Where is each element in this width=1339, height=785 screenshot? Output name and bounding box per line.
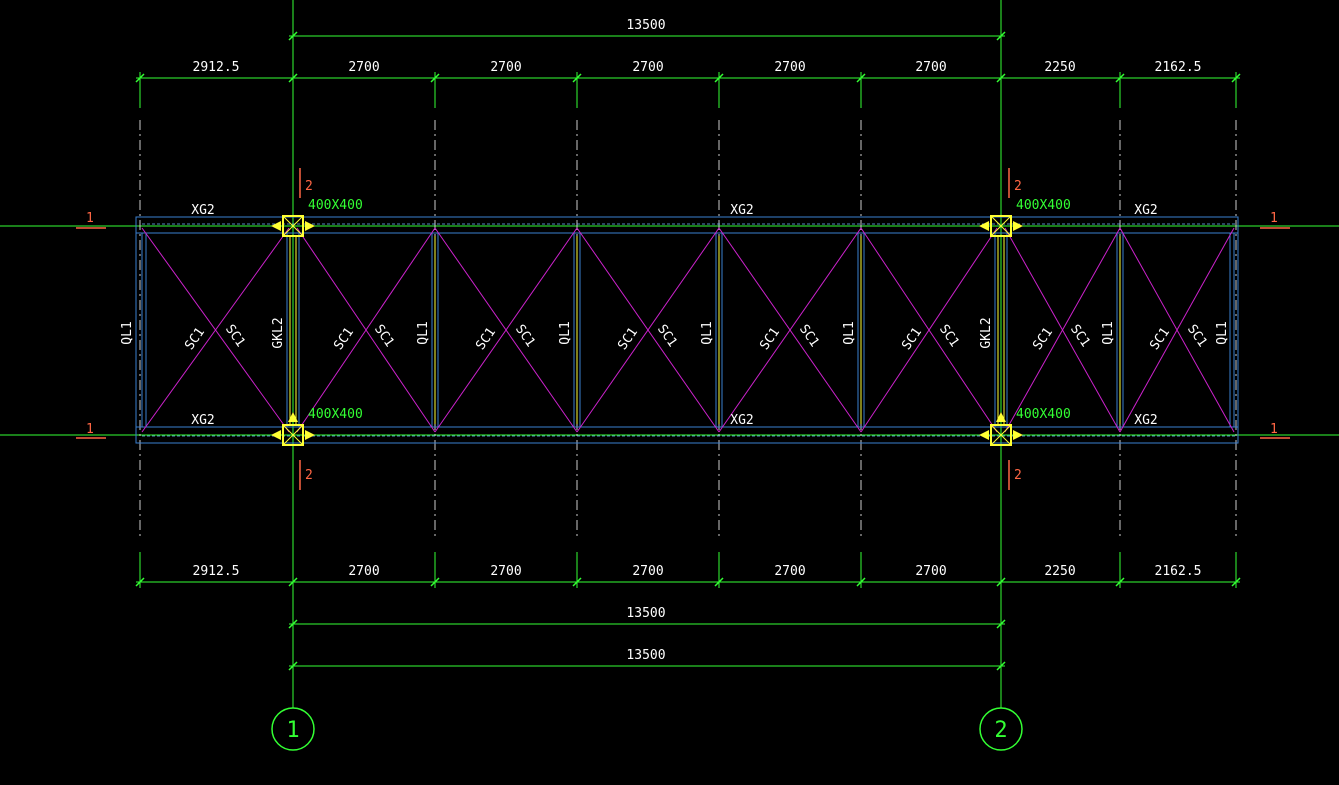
brace-label: SC1: [371, 322, 397, 350]
column-1-bottom: [271, 412, 315, 446]
brace-labels: SC1 SC1 SC1 SC1 SC1 SC1 SC1 SC1 SC1 SC1 …: [182, 322, 1209, 353]
axis-number-2: 2: [994, 718, 1007, 743]
brace-label: SC1: [899, 325, 925, 353]
dim-top-seg-5: 2700: [774, 60, 805, 75]
dim-top-total: 13500: [626, 18, 665, 33]
dim-bottom-total-2: 13500: [626, 648, 665, 663]
column-size-labels: 400X400 400X400 400X400 400X400: [308, 198, 1071, 422]
beam-label-bottom-right: XG2: [1134, 413, 1157, 428]
dim-bottom-seg-4: 2700: [632, 564, 663, 579]
vertical-beam-yellow: [289, 236, 1121, 424]
axis-lines: [0, 0, 1339, 708]
dimension-lines: [136, 35, 1240, 672]
section-mark-right-bottom: 1: [1270, 422, 1278, 437]
brace-label: SC1: [222, 322, 248, 350]
section-mark-left-top: 1: [86, 211, 94, 226]
dimension-ticks: [135, 31, 1241, 671]
brace-label: SC1: [1147, 325, 1173, 353]
dim-bottom-seg-8: 2162.5: [1155, 564, 1202, 579]
section-mark-1-bottom: 2: [305, 468, 313, 483]
dim-top-seg-1: 2912.5: [193, 60, 240, 75]
frame-outer: [135, 216, 1239, 444]
ql-label-6: QL1: [1101, 321, 1116, 344]
section-mark-1-top: 2: [305, 179, 313, 194]
brace-label: SC1: [512, 322, 538, 350]
brace-label: SC1: [473, 325, 499, 353]
vertical-beams: [141, 233, 1235, 427]
brace-label: SC1: [757, 325, 783, 353]
ql-label-4: QL1: [700, 321, 715, 344]
beam-labels: XG2 XG2 XG2 XG2 XG2 XG2: [191, 203, 1157, 428]
dim-top-seg-7: 2250: [1044, 60, 1075, 75]
column-size-2-bottom: 400X400: [1016, 407, 1071, 422]
brace-label: SC1: [796, 322, 822, 350]
column-size-1-top: 400X400: [308, 198, 363, 213]
dim-bottom-seg-2: 2700: [348, 564, 379, 579]
brace-label: SC1: [1184, 322, 1210, 350]
ql-label-7: QL1: [1215, 321, 1230, 344]
dim-bottom-seg-5: 2700: [774, 564, 805, 579]
ql-label-5: QL1: [842, 321, 857, 344]
column-1-top: [271, 215, 315, 237]
axis-number-1: 1: [286, 718, 299, 743]
column-size-1-bottom: 400X400: [308, 407, 363, 422]
dim-top-seg-3: 2700: [490, 60, 521, 75]
column-size-2-top: 400X400: [1016, 198, 1071, 213]
beam-label-top-right: XG2: [1134, 203, 1157, 218]
axis-bubble-2: [979, 707, 1023, 751]
beam-label-top-mid: XG2: [730, 203, 753, 218]
section-markers: [76, 168, 1290, 490]
dim-bottom-seg-1: 2912.5: [193, 564, 240, 579]
gkl-label-1: GKL2: [271, 317, 286, 348]
axis-bubble-1: [271, 707, 315, 751]
gkl-label-2: GKL2: [979, 317, 994, 348]
dim-top-seg-8: 2162.5: [1155, 60, 1202, 75]
columns: [271, 215, 1023, 446]
column-2-top: [979, 215, 1023, 237]
beams: [135, 216, 1239, 444]
dim-bottom-seg-3: 2700: [490, 564, 521, 579]
dim-bottom-seg-6: 2700: [915, 564, 946, 579]
brace-label: SC1: [615, 325, 641, 353]
beam-label-top-left: XG2: [191, 203, 214, 218]
vertical-member-labels: QL1 GKL2 QL1 QL1 QL1 QL1 GKL2 QL1 QL1: [120, 317, 1230, 348]
ql-label-2: QL1: [416, 321, 431, 344]
brace-label: SC1: [182, 325, 208, 353]
dim-bottom-total-1: 13500: [626, 606, 665, 621]
dim-bottom-seg-7: 2250: [1044, 564, 1075, 579]
dim-top-seg-6: 2700: [915, 60, 946, 75]
ql-label-1: QL1: [120, 321, 135, 344]
ql-label-3: QL1: [558, 321, 573, 344]
dim-top-seg-4: 2700: [632, 60, 663, 75]
axis-bubbles: 1 2: [271, 707, 1023, 751]
section-mark-2-top: 2: [1014, 179, 1022, 194]
column-2-bottom: [979, 412, 1023, 446]
beam-label-bottom-mid: XG2: [730, 413, 753, 428]
brace-label: SC1: [654, 322, 680, 350]
beam-label-bottom-left: XG2: [191, 413, 214, 428]
dimension-texts: 13500 2912.5 2700 2700 2700 2700 2700 22…: [193, 18, 1202, 663]
braces: [141, 227, 1235, 433]
section-mark-right-top: 1: [1270, 211, 1278, 226]
section-marker-labels: 1 1 1 1 2 2 2 2: [86, 179, 1278, 483]
section-mark-2-bottom: 2: [1014, 468, 1022, 483]
section-mark-left-bottom: 1: [86, 422, 94, 437]
dim-top-seg-2: 2700: [348, 60, 379, 75]
